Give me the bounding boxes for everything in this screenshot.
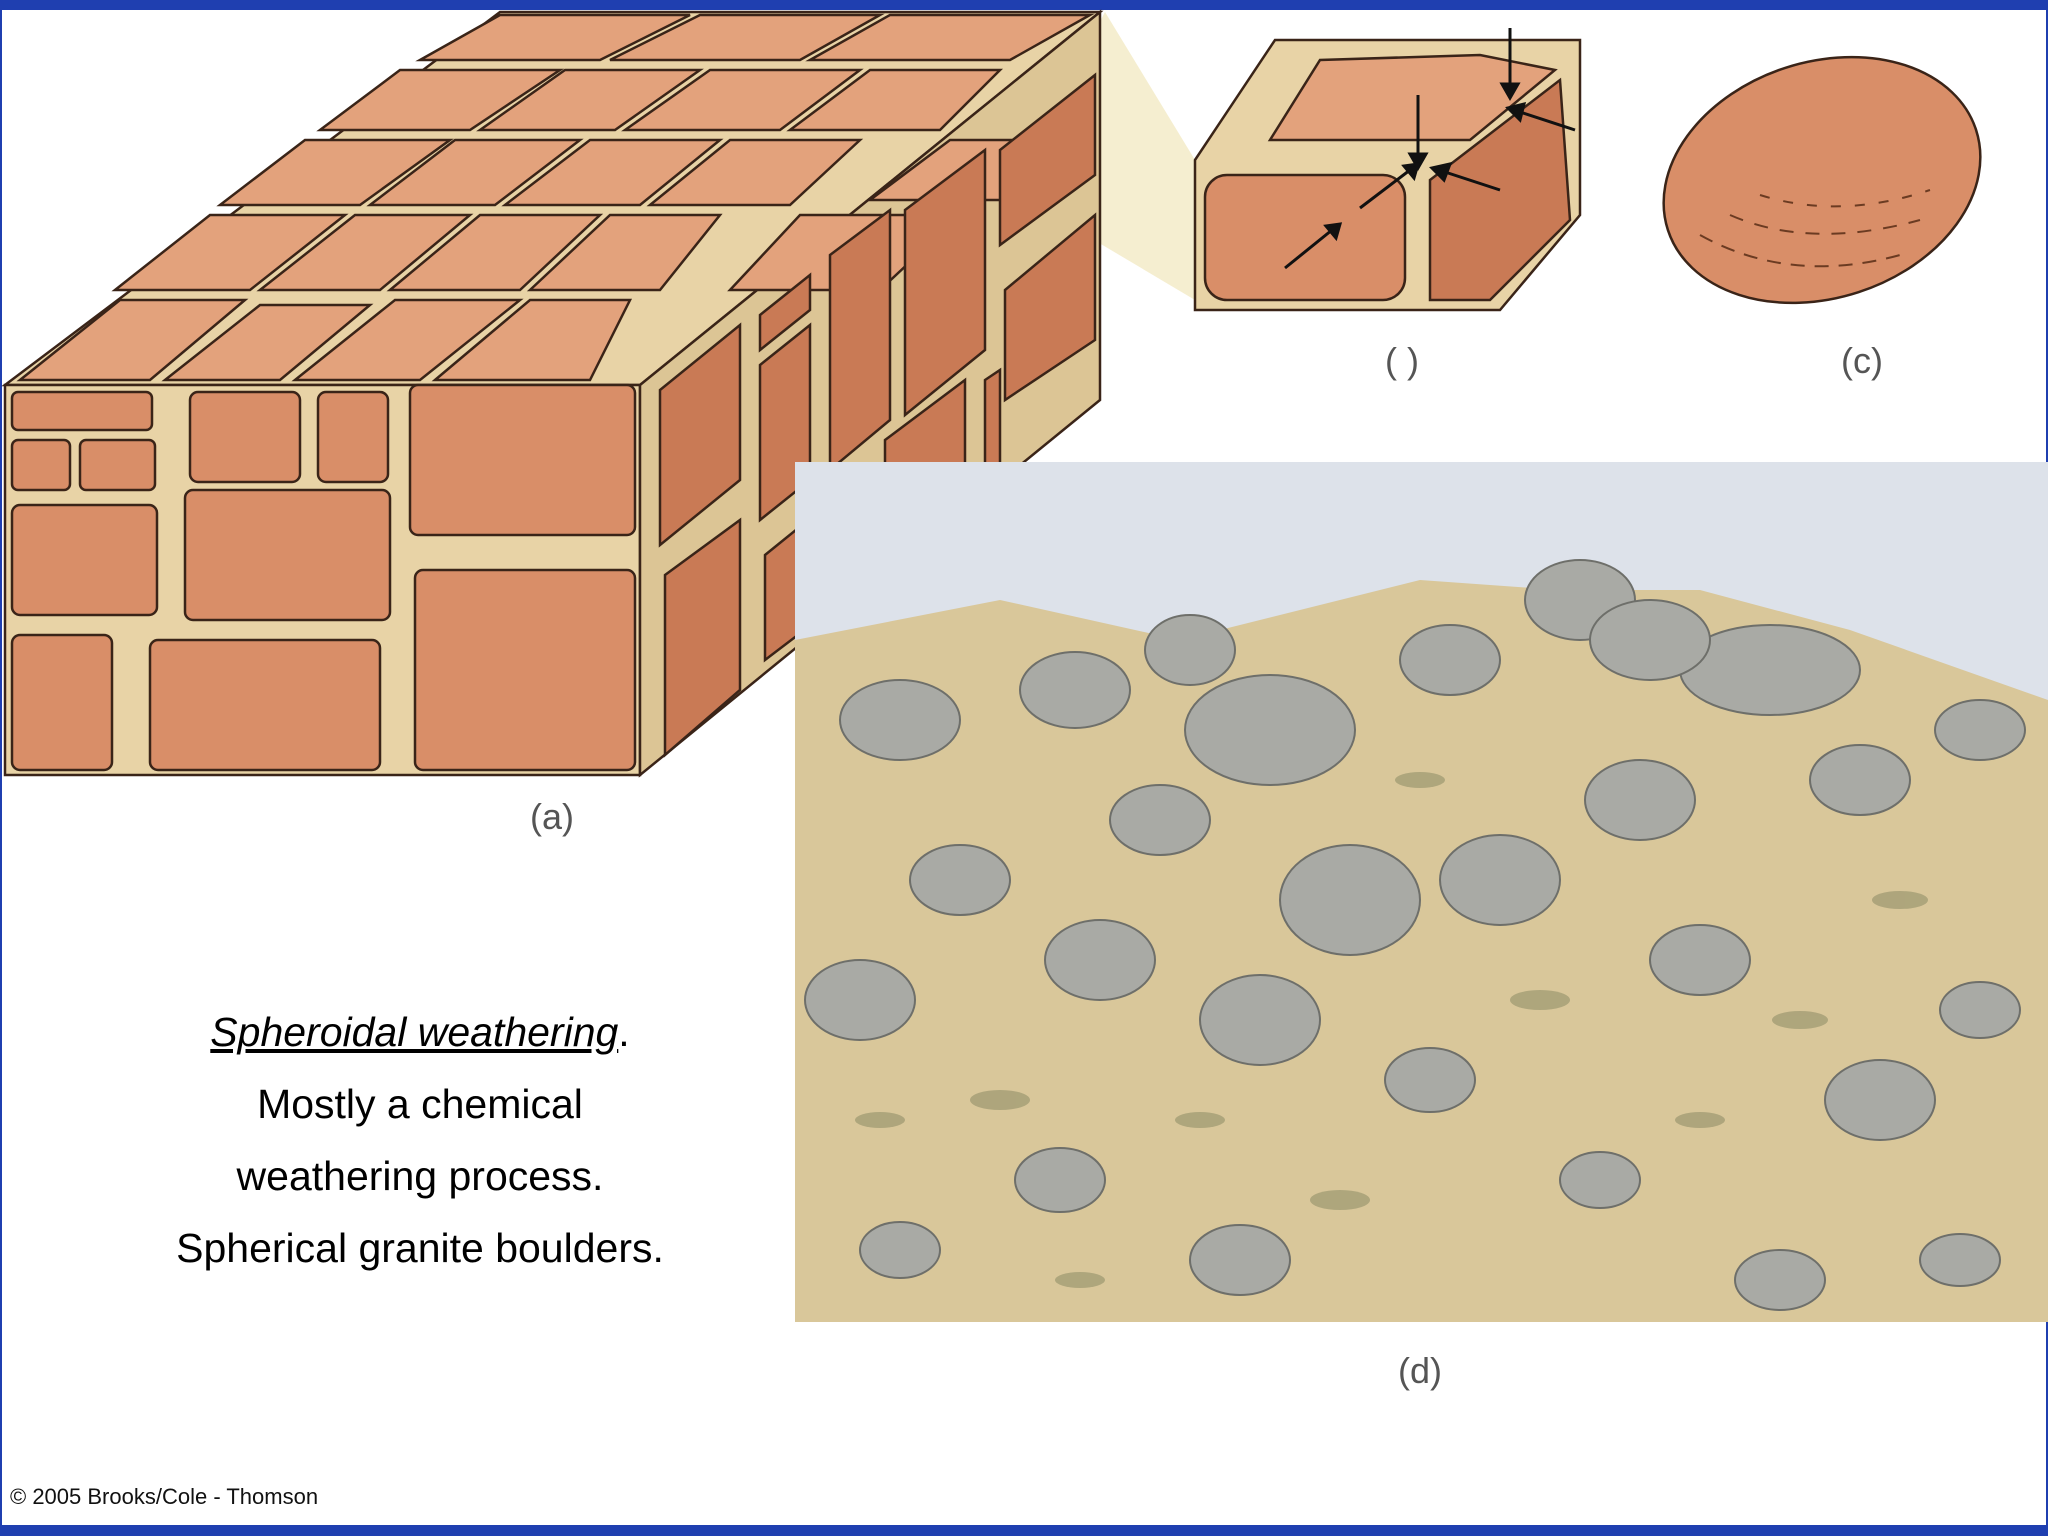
- slide-caption: Spheroidal weathering. Mostly a chemical…: [70, 996, 770, 1284]
- caption-term-suffix: .: [618, 1009, 630, 1055]
- stress-arrows: [1284, 28, 1576, 270]
- stress-inset-diagram: [1193, 28, 1582, 312]
- rounded-boulder-diagram: [1662, 55, 1982, 305]
- figure-label-a: (a): [530, 796, 574, 837]
- figure-label-d: (d): [1398, 1350, 1442, 1391]
- slide-frame-top: [0, 0, 2048, 10]
- figure-label-c: (c): [1841, 340, 1883, 381]
- zoom-connector: [1010, 12, 1195, 300]
- front-face-blocks: [10, 383, 637, 772]
- caption-term: Spheroidal weathering: [210, 1009, 619, 1055]
- caption-line-3: weathering process.: [236, 1153, 604, 1199]
- figure-label-b: ( ): [1385, 340, 1419, 381]
- slide-frame-left: [0, 0, 2, 1536]
- inset-front-left-rock: [1203, 173, 1407, 302]
- boulder-field-photo: [795, 462, 2048, 1322]
- copyright-notice: © 2005 Brooks/Cole - Thomson: [10, 1484, 319, 1509]
- caption-line-4: Spherical granite boulders.: [176, 1225, 664, 1271]
- jointed-block-diagram: [1, 9, 1104, 778]
- caption-line-1: Spheroidal weathering.: [70, 996, 770, 1068]
- inset-top-rock: [1267, 53, 1558, 142]
- top-face-blocks: [16, 13, 1095, 382]
- slide-frame-bottom: [0, 1525, 2048, 1536]
- caption-line-2: Mostly a chemical: [257, 1081, 583, 1127]
- rounded-boulder: [1662, 55, 1982, 305]
